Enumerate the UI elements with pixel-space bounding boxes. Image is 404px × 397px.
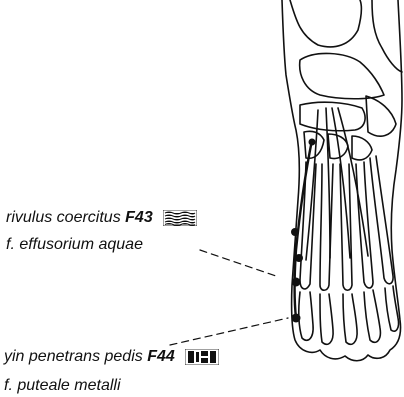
cuneiform-3 xyxy=(352,136,372,160)
talus-bone xyxy=(300,53,384,98)
point-code: F44 xyxy=(147,348,175,365)
toe-3-phalanx xyxy=(343,294,357,344)
leader-line-f44 xyxy=(170,318,288,345)
metatarsal-2 xyxy=(320,164,333,290)
navicular-bone xyxy=(300,102,365,131)
metatarsal-3 xyxy=(340,164,352,290)
toe-1-phalanx xyxy=(299,292,313,340)
acupoint-f43 xyxy=(292,278,301,287)
metal-trigram-icon xyxy=(185,349,219,365)
metatarsal-4 xyxy=(356,162,373,288)
toe-2-phalanx xyxy=(320,294,333,344)
point-subtitle-f43: f. effusorium aquae xyxy=(6,236,143,254)
point-label-f44: yin penetrans pedis F44 xyxy=(4,348,219,366)
point-label-f43: rivulus coercitus F43 xyxy=(6,209,197,227)
tibia-bone xyxy=(290,0,361,47)
acupoint-f44 xyxy=(292,314,301,323)
leader-line-f43 xyxy=(200,250,276,276)
cuboid-bone xyxy=(366,96,396,136)
acupoint-dot xyxy=(309,139,316,146)
acupoint-dot xyxy=(291,228,299,236)
toe-4-phalanx xyxy=(364,290,380,342)
point-code: F43 xyxy=(125,209,153,226)
point-subtitle-f44: f. puteale metalli xyxy=(4,377,121,395)
water-trigram-icon xyxy=(163,210,197,226)
point-name: rivulus coercitus xyxy=(6,209,121,226)
fibula-bone xyxy=(372,0,402,72)
metatarsal-5 xyxy=(370,156,393,284)
point-name: yin penetrans pedis xyxy=(4,348,143,365)
acupoint-dot xyxy=(295,254,303,262)
